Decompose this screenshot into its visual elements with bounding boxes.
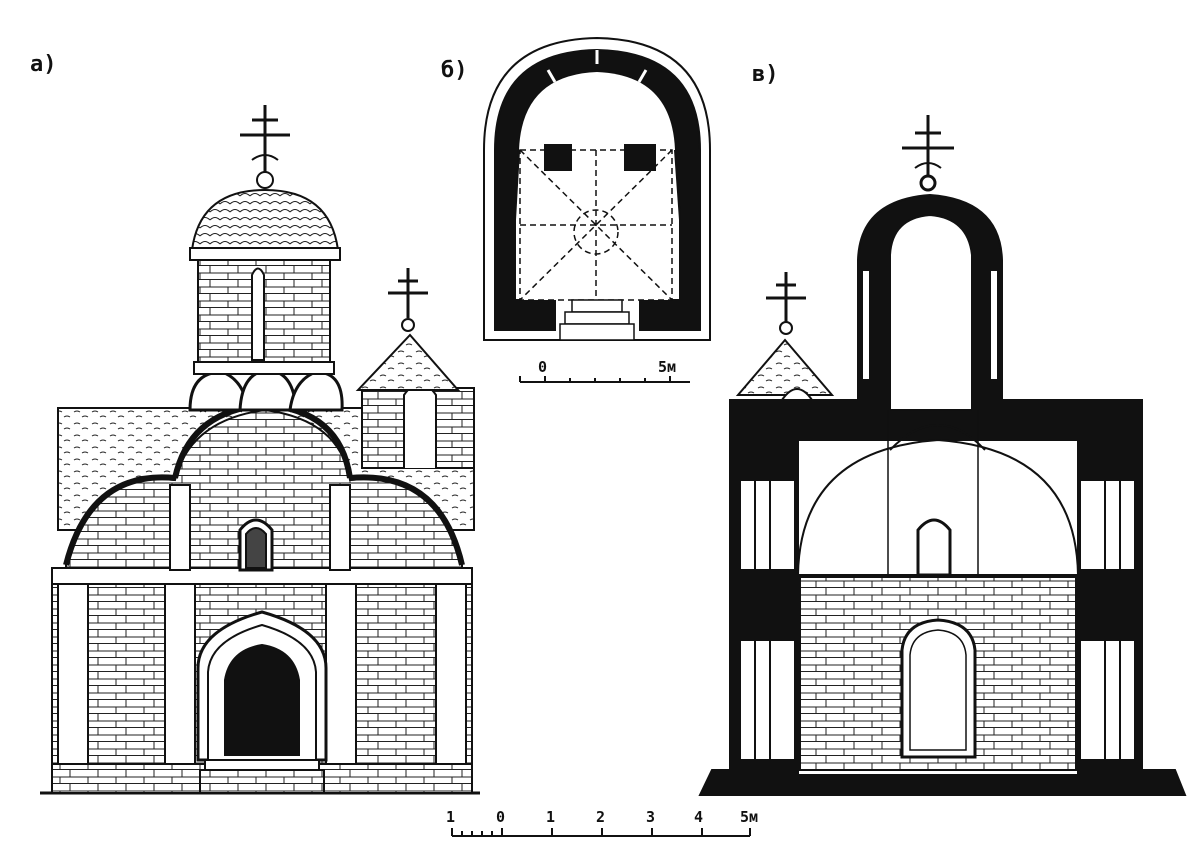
plan-scale-bar — [519, 376, 690, 383]
plan-pillar-1 — [544, 144, 572, 171]
facade-drum-window — [251, 267, 265, 361]
facade-pilaster-4 — [435, 583, 467, 765]
facade-belfry-opening — [403, 382, 437, 468]
facade-dome-base — [189, 247, 341, 261]
section-belfry-cross — [766, 272, 806, 322]
facade-arch-left — [63, 474, 176, 566]
section-upper-vault — [889, 424, 986, 451]
facade-upper-pilaster-2 — [329, 484, 351, 571]
facade-pilaster-1 — [57, 583, 89, 765]
facade-pilaster-3 — [325, 583, 357, 765]
label-facade: а) — [30, 52, 57, 77]
facade-dome — [190, 188, 340, 251]
section-drum-interior — [889, 213, 973, 411]
facade-pilaster-2 — [164, 583, 196, 765]
facade-main-cross — [240, 105, 290, 172]
label-section: в) — [752, 62, 779, 87]
section-window — [916, 518, 952, 577]
main-scale-tick-2: 0 — [496, 808, 505, 826]
main-scale-tick-4: 2 — [596, 808, 605, 826]
plan-entrance-step-2 — [564, 311, 630, 325]
section-drum-col-left — [861, 269, 871, 381]
facade-step-1 — [204, 759, 320, 771]
plan-drawing — [483, 36, 711, 383]
section-belfry-roof — [735, 338, 835, 396]
facade-kokoshnik-3 — [288, 370, 344, 412]
facade-kokoshnik-2 — [238, 368, 298, 412]
facade-window-glass — [245, 527, 267, 569]
facade-drum-cornice — [193, 361, 335, 375]
main-scale-tick-7: 5м — [740, 808, 758, 826]
facade-belfry-cross — [388, 268, 428, 318]
facade-drawing — [40, 105, 480, 795]
plan-pillar-2 — [624, 144, 656, 171]
plan-entrance-step-3 — [559, 323, 635, 341]
facade-belfry-knob — [401, 318, 415, 332]
section-main-cross — [902, 115, 954, 175]
section-belfry-opening — [780, 388, 814, 401]
label-plan: б) — [441, 58, 468, 83]
section-right-upper — [1079, 479, 1136, 571]
main-scale-tick-6: 4 — [694, 808, 703, 826]
facade-arch-right — [349, 474, 465, 566]
facade-dome-knob — [256, 171, 274, 189]
facade-upper-pilaster-1 — [169, 484, 191, 571]
section-column-lines — [754, 480, 1121, 760]
main-scale-bar — [451, 828, 751, 837]
plan-vault-lines — [519, 149, 673, 301]
plan-apse-interior — [519, 72, 675, 150]
facade-door — [224, 643, 300, 756]
plan-entrance-step-1 — [571, 299, 623, 313]
main-scale-tick-3: 1 — [546, 808, 555, 826]
section-right-lower — [1079, 639, 1136, 761]
section-belfry-knob — [779, 321, 793, 335]
facade-step-2 — [199, 769, 325, 794]
section-drawing — [698, 115, 1187, 796]
section-doorway-inner — [909, 629, 967, 751]
main-scale-tick-1: 1 — [446, 808, 455, 826]
section-left-lower — [739, 639, 796, 761]
section-left-upper — [739, 479, 796, 571]
main-scale-tick-5: 3 — [646, 808, 655, 826]
plan-window-notches — [546, 50, 648, 83]
facade-belfry-roof — [355, 333, 461, 391]
section-drum-col-right — [989, 269, 999, 381]
section-vault — [797, 438, 1079, 576]
section-ground — [698, 769, 1187, 796]
plan-scale-start: 0 — [538, 358, 547, 376]
section-dome-knob — [919, 174, 937, 192]
plan-scale-end: 5м — [658, 358, 676, 376]
